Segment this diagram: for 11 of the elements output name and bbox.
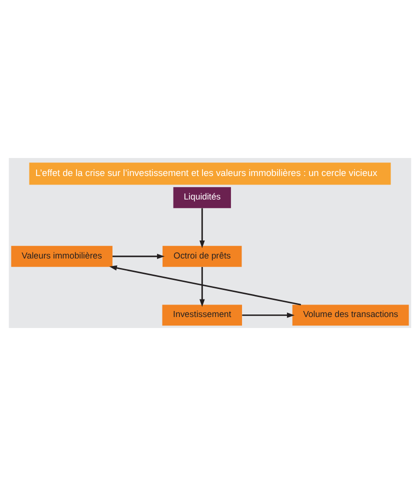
node-box: Investissement (162, 304, 242, 326)
node-box: Volume des transactions (292, 304, 409, 326)
arrow (199, 266, 205, 306)
diagram-title: L’effet de la crise sur l’investissement et les valeurs immobilières : un cercle vicieux (35, 167, 378, 178)
node-box: Valeurs immobilières (11, 245, 112, 266)
arrow (112, 253, 165, 259)
arrow (242, 312, 295, 318)
node-box: Octroi de prêts (162, 245, 242, 266)
node-box: Liquidités (173, 186, 231, 208)
arrow (109, 264, 302, 305)
arrow (199, 208, 205, 248)
